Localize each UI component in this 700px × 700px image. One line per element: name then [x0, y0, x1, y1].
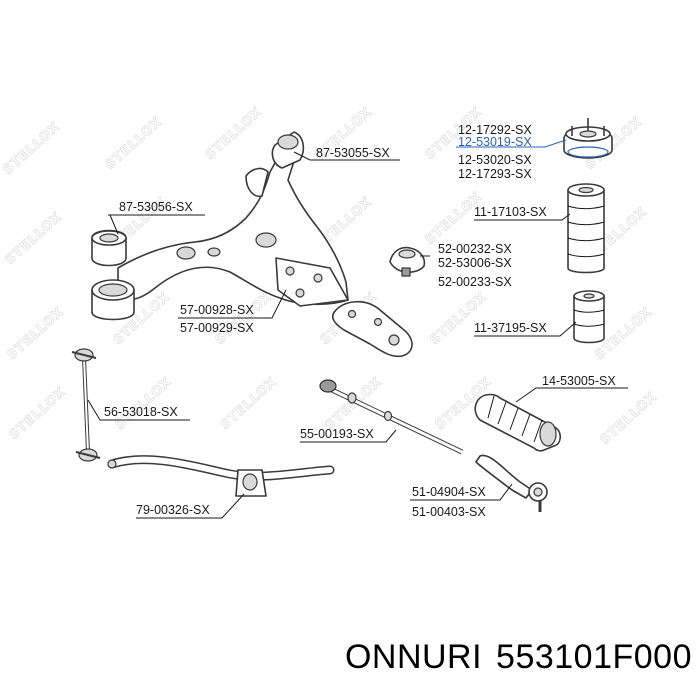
part-number-label: 12-17293-SX: [458, 167, 532, 181]
label-87-53056: 87-53056-SX: [108, 200, 205, 235]
lower-control-arm[interactable]: [91, 149, 349, 321]
label-11-17103: 11-17103-SX: [474, 205, 571, 221]
watermark-text: STELLOX: [218, 374, 281, 433]
label-51: 51-04904-SX 51-00403-SX: [410, 483, 513, 519]
watermark-text: STELLOX: [1, 119, 64, 178]
watermark-text: STELLOX: [213, 289, 276, 348]
rack-boot[interactable]: [474, 393, 562, 452]
part-number-label: 56-53018-SX: [104, 405, 178, 419]
label-11-37195: 11-37195-SX: [474, 321, 577, 337]
watermark-text: STELLOX: [598, 389, 661, 448]
part-number-label: 52-00232-SX: [438, 242, 512, 256]
label-14: 14-53005-SX: [515, 374, 628, 403]
label-12: 12-17292-SX 12-53019-SX 12-53020-SX 12-1…: [456, 123, 567, 181]
part-number-label: 51-04904-SX: [412, 485, 486, 499]
part-number: 553101F000: [496, 637, 692, 676]
watermark-text: STELLOX: [103, 114, 166, 173]
strut-mount[interactable]: [563, 118, 613, 159]
tie-rod-end[interactable]: [475, 454, 548, 512]
strut-boot[interactable]: [567, 183, 605, 274]
part-number-label: 87-53056-SX: [119, 200, 193, 214]
inner-tie-rod[interactable]: [319, 379, 464, 455]
part-number-label: 11-17103-SX: [474, 205, 547, 219]
part-number-label: 57-00929-SX: [180, 321, 254, 335]
label-55: 55-00193-SX: [300, 427, 397, 443]
part-number-label: 52-00233-SX: [438, 275, 512, 289]
part-number-label: 87-53055-SX: [316, 146, 390, 160]
part-number-label: 12-17292-SX: [458, 123, 532, 137]
ball-joint-bracket[interactable]: [331, 300, 413, 358]
part-number-label: 14-53005-SX: [542, 374, 616, 388]
watermark-text: STELLOX: [3, 209, 66, 268]
watermark-text: STELLOX: [5, 304, 68, 363]
footer-part-info: ONNURI 553101F000: [326, 632, 692, 682]
label-52: 52-00232-SX 52-53006-SX 52-00233-SX: [420, 242, 512, 289]
watermark-text: STELLOX: [7, 384, 70, 443]
bump-stop[interactable]: [573, 290, 605, 344]
brand-name: ONNURI: [344, 637, 483, 676]
part-number-label: 51-00403-SX: [412, 505, 486, 519]
stabilizer-link[interactable]: [71, 348, 101, 462]
part-number-label: 11-37195-SX: [474, 321, 547, 335]
ball-joint[interactable]: [389, 246, 426, 277]
watermark-text: STELLOX: [203, 104, 266, 163]
part-number-label: 79-00326-SX: [136, 503, 210, 517]
part-number-label: 55-00193-SX: [300, 427, 374, 441]
stabilizer-bar[interactable]: [107, 455, 335, 481]
label-79: 79-00326-SX: [136, 493, 245, 519]
label-56: 56-53018-SX: [87, 399, 190, 421]
watermark-text: STELLOX: [113, 374, 176, 433]
part-number-label: 12-53020-SX: [458, 153, 532, 167]
part-number-label: 12-53019-SX: [458, 135, 532, 149]
upper-rear-bushing[interactable]: [271, 131, 305, 169]
front-bushing[interactable]: [91, 229, 127, 267]
stabilizer-bushing[interactable]: [235, 469, 267, 497]
watermark-text: STELLOX: [428, 289, 491, 348]
label-57: 57-00928-SX 57-00929-SX: [178, 289, 287, 335]
label-87-53055: 87-53055-SX: [293, 146, 400, 161]
part-number-label: 57-00928-SX: [180, 303, 254, 317]
part-number-label: 52-53006-SX: [438, 256, 512, 270]
